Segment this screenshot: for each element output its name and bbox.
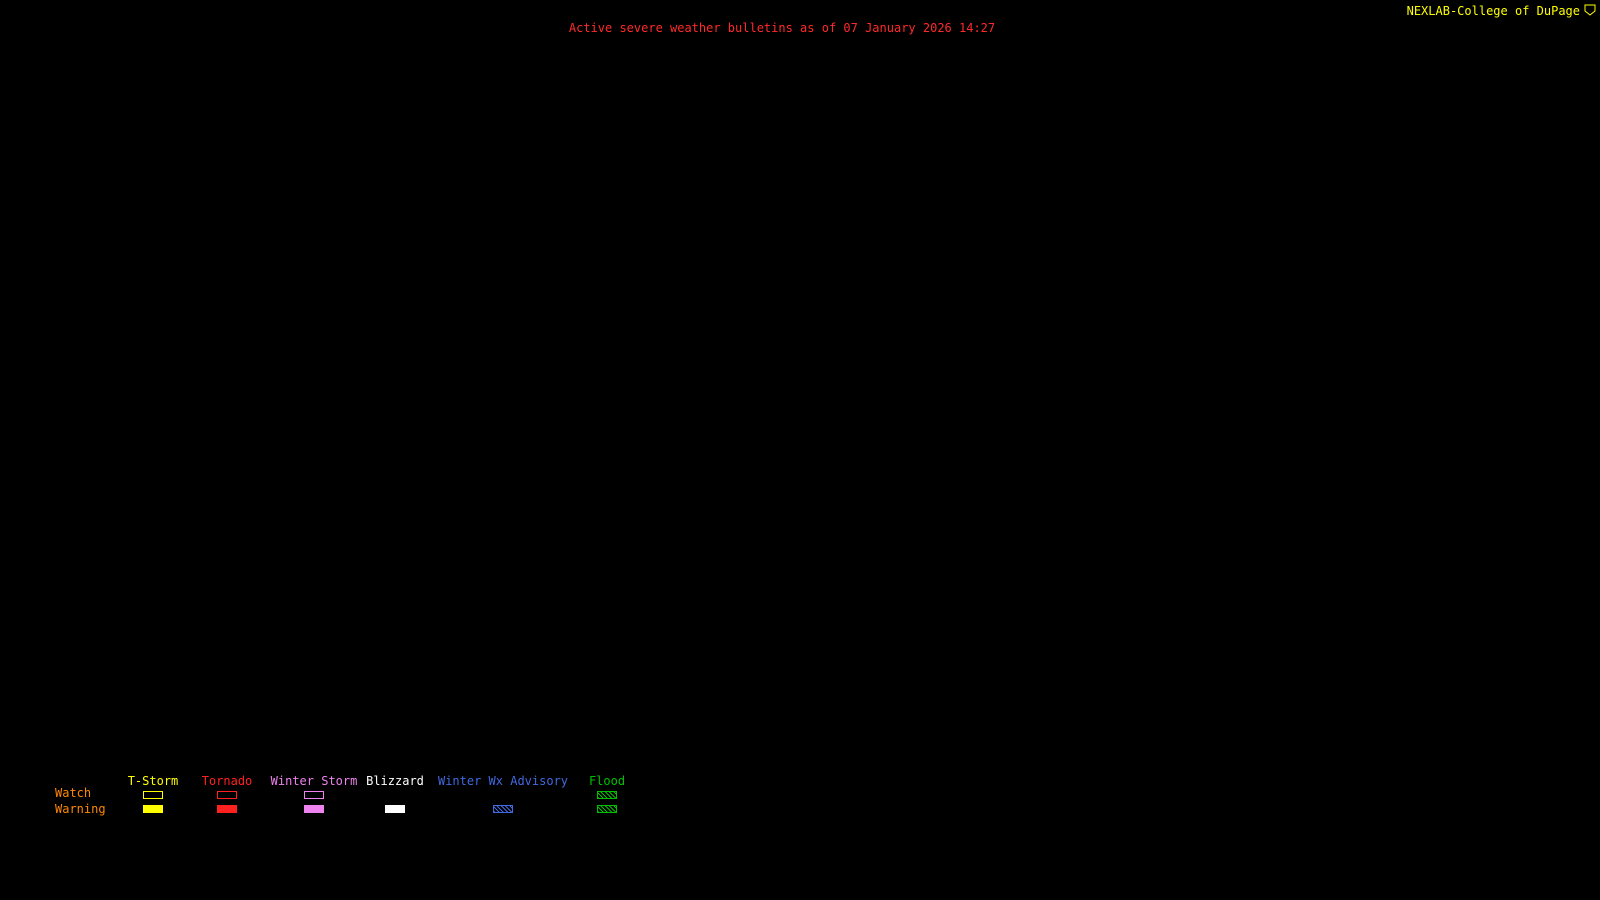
legend-warning-slot [304,802,324,816]
legend-warning-slot [385,802,405,816]
legend-column: Winter Storm [262,774,366,816]
legend-warning-slot [143,802,163,816]
shield-icon [1584,4,1596,16]
watch-swatch [304,791,324,799]
watch-swatch [597,791,617,799]
legend-watch-slot [304,788,324,802]
legend-column-label: T-Storm [127,774,179,788]
legend-column: T-Storm [118,774,188,816]
legend-column: Tornado [192,774,262,816]
watch-swatch [143,791,163,799]
legend-watch-slot [143,788,163,802]
warning-swatch [304,805,324,813]
legend-watch-slot [217,788,237,802]
legend-warning-slot [493,802,513,816]
warning-swatch [493,805,513,813]
warning-swatch [143,805,163,813]
watch-swatch [217,791,237,799]
warning-swatch [385,805,405,813]
legend-row-label-warning: Warning [55,802,106,816]
legend-column-label: Winter Storm [270,774,358,788]
warning-swatch [217,805,237,813]
legend-column-label: Flood [588,774,626,788]
page-title: Active severe weather bulletins as of 07… [568,21,996,35]
legend-column: Flood [570,774,644,816]
legend-row-label-watch: Watch [55,786,92,800]
legend-column: Winter Wx Advisory [432,774,574,816]
legend-column-label: Winter Wx Advisory [437,774,569,788]
legend: Watch Warning T-Storm Tornado Winter Storm… [0,774,700,824]
legend-warning-slot [217,802,237,816]
legend-watch-slot [597,788,617,802]
brand-text: NEXLAB-College of DuPage [1406,4,1580,18]
legend-warning-slot [597,802,617,816]
legend-column: Blizzard [360,774,430,816]
legend-column-label: Blizzard [366,774,424,788]
warning-swatch [597,805,617,813]
legend-column-label: Tornado [201,774,253,788]
